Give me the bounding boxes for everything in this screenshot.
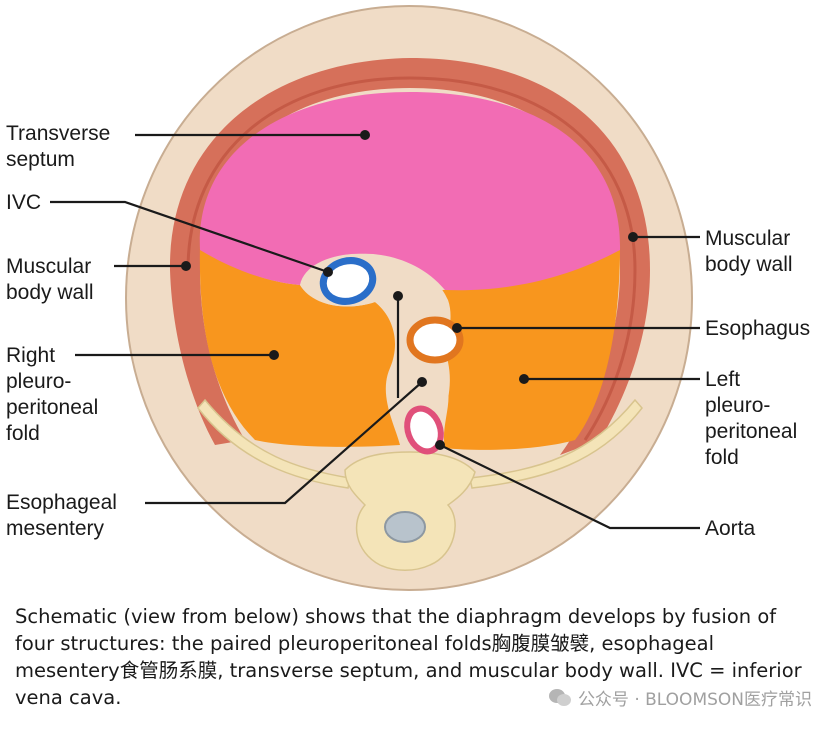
rib-left xyxy=(197,398,351,489)
label-esophagus: Esophagus xyxy=(705,317,811,340)
marker-ivc xyxy=(323,267,333,277)
label-esophageal-mesentery: Esophageal mesentery xyxy=(6,491,117,540)
marker-esophagus xyxy=(452,323,462,333)
ivc-vessel xyxy=(319,257,377,305)
marker-muscular-right xyxy=(628,232,638,242)
esophagus-vessel xyxy=(406,316,464,364)
label-aorta: Aorta xyxy=(705,517,756,540)
label-ivc: IVC xyxy=(6,191,42,214)
marker-mesentery-lower xyxy=(417,377,427,387)
label-muscular-body-wall-right: Muscular body wall xyxy=(705,227,793,276)
marker-transverse-septum xyxy=(360,130,370,140)
marker-right-fold xyxy=(269,350,279,360)
rib-right xyxy=(469,398,643,489)
marker-mesentery-upper xyxy=(393,291,403,301)
label-muscular-body-wall-left: Muscular body wall xyxy=(6,255,94,304)
aorta-vessel xyxy=(404,405,444,455)
marker-aorta xyxy=(435,440,445,450)
vertebra xyxy=(344,451,476,571)
watermark: 公众号 · BLOOMSON医疗常识 xyxy=(548,685,812,710)
right-pleuroperitoneal-fold xyxy=(199,245,400,447)
label-transverse-septum: Transverse septum xyxy=(6,122,111,171)
wechat-icon xyxy=(548,688,571,706)
marker-left-fold xyxy=(519,374,529,384)
figure-caption: Schematic (view from below) shows that t… xyxy=(15,605,802,709)
diaphragm-diagram xyxy=(50,5,700,591)
marker-muscular-left xyxy=(181,261,191,271)
transverse-septum xyxy=(199,92,621,291)
label-right-pleuroperitoneal-fold: Right pleuro- peritoneal fold xyxy=(6,344,99,445)
label-left-pleuroperitoneal-fold: Left pleuro- peritoneal fold xyxy=(705,368,798,469)
left-pleuroperitoneal-fold xyxy=(439,245,620,450)
watermark-text: 公众号 · BLOOMSON医疗常识 xyxy=(577,690,812,710)
